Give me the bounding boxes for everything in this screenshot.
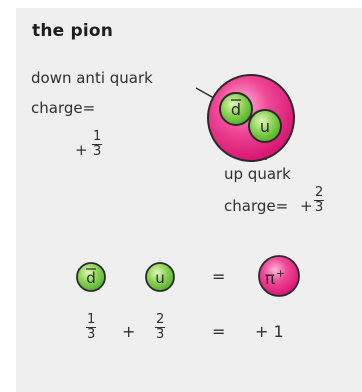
fraction-numerator: 2: [314, 185, 325, 201]
equation-fraction-1: 1 3: [86, 312, 97, 342]
equation-equals: =: [212, 267, 226, 286]
up-quark-charge-fraction: 2 3: [314, 185, 325, 215]
equation-pion-symbol: π+: [265, 267, 285, 289]
down-anti-quark-label: down anti quark: [31, 69, 153, 87]
up-quark-charge-sign: +: [300, 197, 313, 215]
down-anti-quark-charge-sign: +: [75, 141, 88, 159]
equation-pion: π+: [258, 255, 300, 297]
equation-result: + 1: [255, 322, 284, 341]
equation-anti-down-symbol: d: [86, 269, 96, 287]
fraction-denominator: 3: [87, 327, 96, 342]
up-quark: u: [248, 109, 282, 143]
equation-anti-down-quark: d: [76, 262, 106, 292]
down-anti-quark-charge-fraction: 1 3: [92, 129, 103, 159]
anti-down-quark: d: [219, 92, 253, 126]
anti-down-quark-symbol: d: [231, 100, 241, 119]
down-anti-quark-charge-label: charge=: [31, 99, 96, 117]
fraction-denominator: 3: [156, 327, 165, 342]
diagram-title: the pion: [32, 21, 114, 41]
fraction-denominator: 3: [315, 200, 324, 215]
equation-fraction-2: 2 3: [155, 312, 166, 342]
up-quark-label: up quark: [224, 165, 291, 183]
fraction-numerator: 1: [86, 312, 97, 328]
equation-equals-2: =: [212, 322, 226, 341]
up-quark-charge-label: charge=: [224, 197, 289, 215]
fraction-numerator: 2: [155, 312, 166, 328]
up-quark-symbol: u: [260, 117, 270, 136]
equation-plus: +: [122, 322, 136, 341]
fraction-denominator: 3: [93, 144, 102, 159]
diagram-panel: [16, 8, 362, 392]
fraction-numerator: 1: [92, 129, 103, 145]
equation-up-quark: u: [145, 262, 175, 292]
equation-up-symbol: u: [155, 269, 165, 287]
